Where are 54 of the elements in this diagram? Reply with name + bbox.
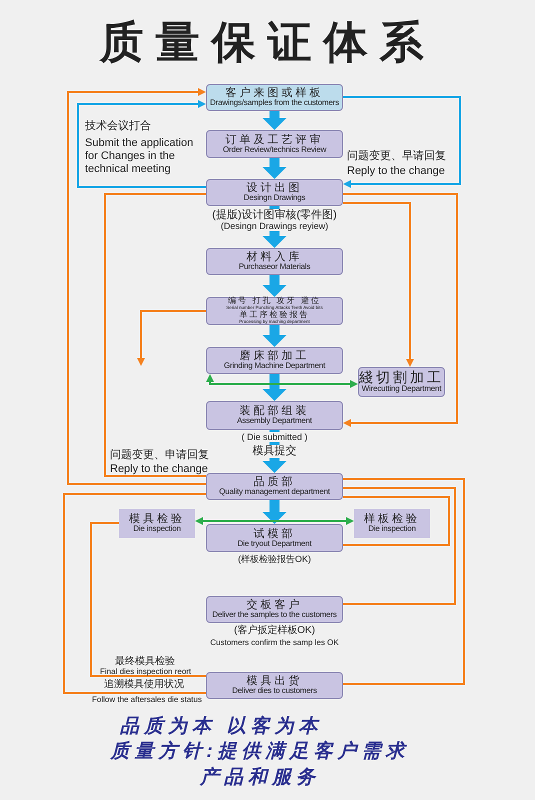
process-box: 交板客户 Deliver the samples to the customers [206,596,343,623]
note-text: Follow the aftersales die status [92,695,202,705]
connector-line [90,522,206,677]
process-box: 磨床部加工 Grinding Machine Department [206,347,343,374]
flow-arrow [262,374,286,401]
process-box: 订单及工艺评审 Order Review/technics Review [206,130,343,158]
edge-label: 最终模具检验 [115,656,175,668]
arrow [343,193,458,427]
arrow [77,100,206,188]
arrow [343,202,414,367]
flow-arrow [262,430,286,473]
inspection-box: 样板检验 Die inspection [354,509,430,538]
flow-arrow [262,275,286,297]
motto-text: 品质为本 以客为本 [120,714,322,739]
process-box: 模具出货 Deliver dies to customers [206,672,343,699]
note-text: 模具提交 [250,445,298,458]
note-text: Reply to the change [110,463,208,476]
note-text: Final dies inspection reort [100,667,192,677]
connector-line [63,493,206,694]
note-text: (Desingn Drawings reyiew) [218,221,330,232]
note-text: Customers confirm the samp les OK [208,638,341,648]
flow-arrow [262,111,286,130]
flow-arrow [262,325,286,347]
arrow [343,96,461,188]
title: 质量保证体系 [98,18,436,69]
arrow [137,310,206,366]
connector-line [104,193,206,477]
process-box: 客户来图或样板 Drawings/samples from the customers [206,84,343,111]
department-box: 綫切割加工 Wirecutting Department [358,367,445,397]
inspection-box: 模具检验 Die inspection [119,509,195,538]
edge-label: 问题变更、早请回复 [347,150,446,163]
note-text: (客户扳定样板OK) [232,625,318,636]
process-box: 材料入库 Purchaseor Materials [206,248,343,275]
note-text: Submit the application for Changes in the technical meeting [85,137,194,177]
connector-line [343,496,450,546]
note-text: Reply to the change [347,165,445,178]
arrow [195,517,354,525]
connector-line [343,478,465,685]
connector-line [343,487,456,605]
note-text: (提版)设计图审核(零件图) [210,209,339,222]
flow-arrow [262,158,286,179]
note-text: (样板检验报告OK) [236,554,313,564]
edge-label: 追溯模具使用状况 [104,679,184,690]
process-box: 装配部组装 Assembly Department [206,401,343,430]
process-box: 品质部 Quality management department [206,473,343,500]
motto-text: 质量方针:提供满足客户需求产品和服务 [109,740,411,790]
note-text: ( Die submitted ) [239,432,310,442]
edge-label: 技术会议打合 [85,120,151,133]
arrow [206,374,358,388]
arrow [67,88,206,485]
edge-label: 问题变更、申请回复 [110,449,209,462]
process-box: 试模部 Die tryout Department [206,524,343,552]
process-box: 设计出图 Desingn Drawings [206,179,343,206]
flow-arrow [262,500,286,524]
